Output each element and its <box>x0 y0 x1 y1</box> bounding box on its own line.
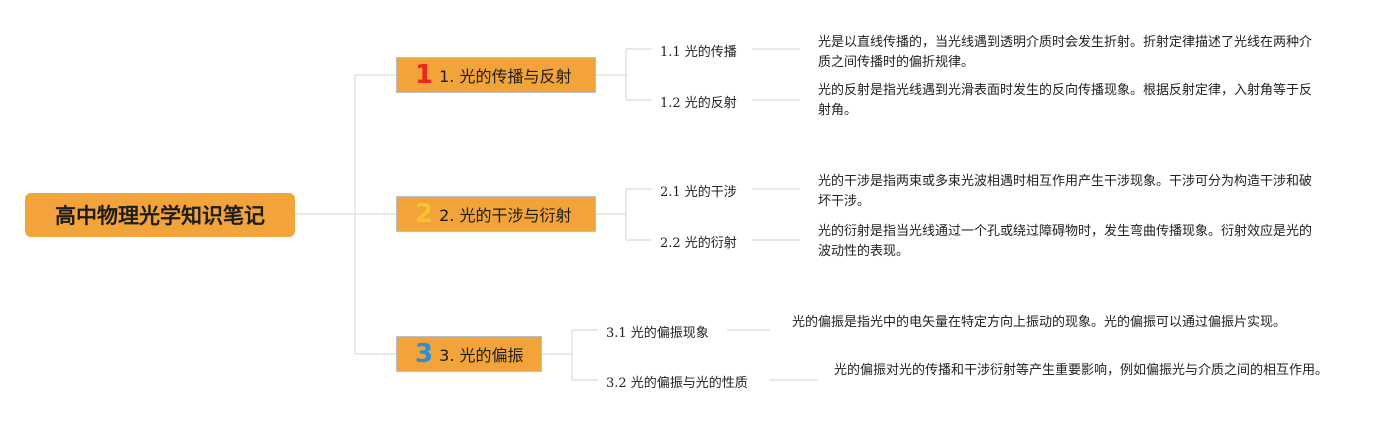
topic-label: 3. 光的偏振 <box>439 346 524 365</box>
connector-topic-3-subs <box>542 329 598 381</box>
description-3-2: 光的偏振对光的传播和干涉衍射等产生重要影响，例如偏振光与介质之间的相互作用。 <box>834 363 1329 378</box>
connector-topic-2-subs <box>596 188 652 241</box>
subtopic-3-2[interactable]: 3.2 光的偏振与光的性质 <box>606 376 748 391</box>
description-2-1: 光的干涉是指两束或多束光波相遇时相互作用产生干涉现象。干涉可分为构造干涉和破坏干… <box>818 174 1313 209</box>
subtopic-2-1[interactable]: 2.1 光的干涉 <box>660 185 737 200</box>
number-3-icon: 3 <box>415 339 434 369</box>
description-3-1: 光的偏振是指光中的电矢量在特定方向上振动的现象。光的偏振可以通过偏振片实现。 <box>792 315 1287 330</box>
subtopic-3-1[interactable]: 3.1 光的偏振现象 <box>606 326 709 341</box>
connector-topic-2-descs <box>752 188 800 241</box>
connector-topic-3-descs <box>727 329 818 381</box>
subtopic-2-2[interactable]: 2.2 光的衍射 <box>660 236 737 251</box>
topic-label: 2. 光的干涉与衍射 <box>439 206 572 225</box>
topic-label: 1. 光的传播与反射 <box>439 67 572 86</box>
description-1-2: 光的反射是指光线遇到光滑表面时发生的反向传播现象。根据反射定律，入射角等于反射角… <box>818 83 1313 118</box>
number-2-icon: 2 <box>415 199 434 229</box>
subtopic-1-2[interactable]: 1.2 光的反射 <box>660 96 737 111</box>
topic-node-1[interactable]: 1 1. 光的传播与反射 <box>396 57 596 93</box>
description-1-1: 光是以直线传播的，当光线遇到透明介质时会发生折射。折射定律描述了光线在两种介质之… <box>818 35 1313 70</box>
topic-node-2[interactable]: 2 2. 光的干涉与衍射 <box>396 196 596 232</box>
description-2-2: 光的衍射是指当光线通过一个孔或绕过障碍物时，发生弯曲传播现象。衍射效应是光的波动… <box>818 224 1313 259</box>
connector-topic-1-subs <box>596 48 652 101</box>
connector-topic-1-descs <box>752 48 800 101</box>
number-1-icon: 1 <box>415 60 434 90</box>
root-title: 高中物理光学知识笔记 <box>55 204 265 228</box>
subtopic-1-1[interactable]: 1.1 光的传播 <box>660 45 737 60</box>
topic-node-3[interactable]: 3 3. 光的偏振 <box>396 336 542 372</box>
root-node[interactable]: 高中物理光学知识笔记 <box>25 193 295 237</box>
